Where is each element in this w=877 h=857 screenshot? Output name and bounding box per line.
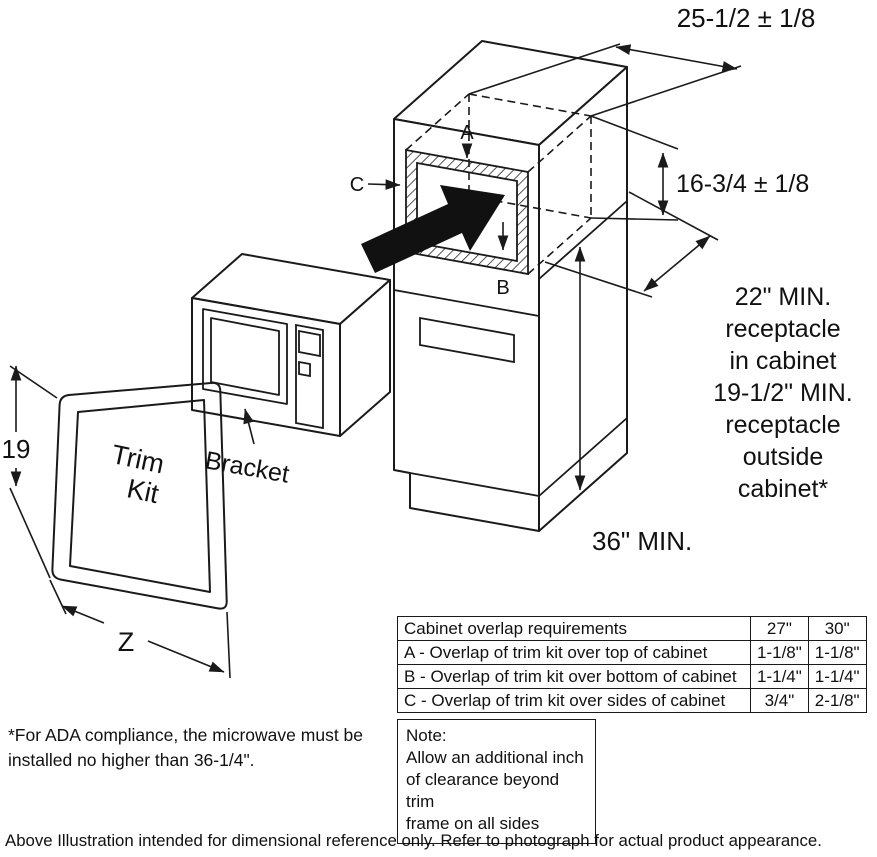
trim-kit-panel: Trim Kit [51,381,228,610]
dim-19-label: 19 [2,434,31,464]
trim-kit-inner-frame [69,399,211,593]
dim-36-min-label: 36" MIN. [592,526,693,556]
table-header-label: Cabinet overlap requirements [397,616,751,641]
table-row: B - Overlap of trim kit over bottom of c… [397,664,867,689]
dim-width-label: 25-1/2 ± 1/8 [676,3,816,33]
callout-c-label: C [350,174,364,196]
cabinet-right-face [538,66,628,532]
callout-a: A [460,122,474,159]
table-header-col30: 30" [807,616,867,641]
microwave [191,253,391,437]
cabinet-drawer [419,316,515,364]
dimension-opening-height [590,115,679,221]
dim-z-label: Z [118,627,135,657]
dimension-depth [544,191,719,298]
insert-direction-arrow [361,185,505,273]
table-cell-col27: 1-1/4" [750,664,809,689]
illustration-caption: Above Illustration intended for dimensio… [5,831,822,850]
microwave-door-window [210,317,280,396]
dimension-trim-width: Z [49,579,231,679]
cabinet [393,40,628,532]
dimension-width [468,43,742,117]
microwave-button [298,360,311,378]
microwave-control-panel [295,323,324,430]
microwave-display [298,329,321,358]
table-header-row: Cabinet overlap requirements 27" 30" [397,616,867,641]
microwave-door [202,308,288,405]
table-cell-label: B - Overlap of trim kit over bottom of c… [397,664,751,689]
overlap-table: Cabinet overlap requirements 27" 30" A -… [397,616,867,713]
table-cell-col27: 1-1/8" [750,640,809,665]
table-row: A - Overlap of trim kit over top of cabi… [397,640,867,665]
trim-kit-label-line1: Trim [109,439,167,479]
cabinet-rail-line [393,289,540,317]
table-header-col27: 27" [750,616,809,641]
receptacle-note: 22" MIN. receptacle in cabinet 19-1/2" M… [713,283,853,503]
cabinet-toe-kick-line [409,472,540,497]
callout-c: C [350,174,401,196]
callout-b-label: B [496,277,509,299]
callout-a-label: A [460,122,474,144]
callout-b: B [496,222,510,299]
dimension-trim-height: 19 [2,365,58,579]
trim-kit-outer-frame [51,381,228,610]
trim-kit-label-line2: Kit [124,473,162,509]
table-cell-col27: 3/4" [750,688,809,713]
dim-opening-height-label: 16-3/4 ± 1/8 [676,170,810,198]
table-row: C - Overlap of trim kit over sides of ca… [397,688,867,713]
bracket-label: Bracket [203,446,291,488]
ada-compliance-note: *For ADA compliance, the microwave must … [8,725,364,770]
table-cell-col30: 1-1/4" [807,664,867,689]
clearance-note-box: Note: Allow an additional inch of cleara… [397,719,596,844]
table-cell-label: A - Overlap of trim kit over top of cabi… [397,640,751,665]
table-cell-col30: 2-1/8" [807,688,867,713]
cabinet-shelf-side-line [538,200,628,280]
table-cell-label: C - Overlap of trim kit over sides of ca… [397,688,751,713]
table-cell-col30: 1-1/8" [807,640,867,665]
